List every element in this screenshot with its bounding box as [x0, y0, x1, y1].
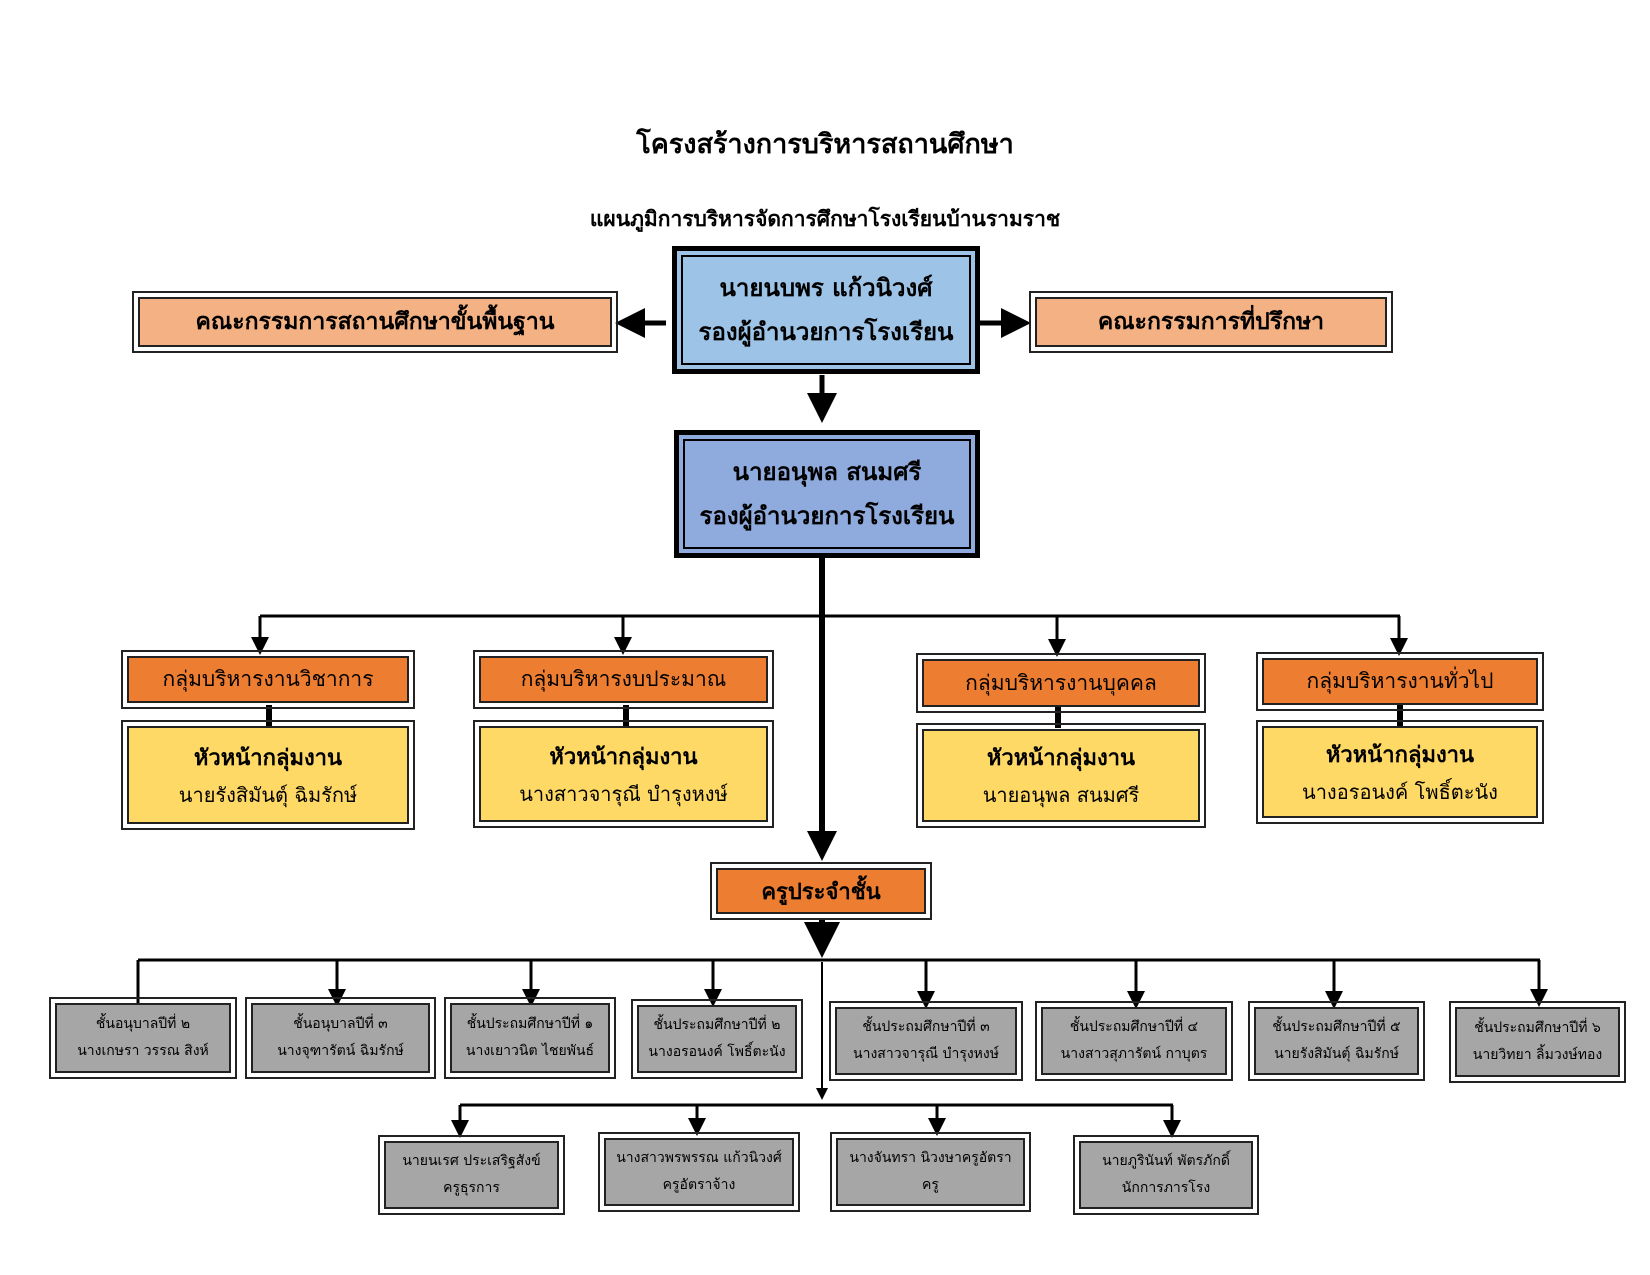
staff-name: นายภูรินันท์ พัตรภักดิ์ — [1102, 1153, 1230, 1169]
group-budget-head: กลุ่มบริหารงบประมาณ — [473, 650, 774, 709]
leader-name: นายรังสิมันตุ์ ฉิมรักษ์ — [178, 782, 358, 807]
staff-card: นายนเรศ ประเสริฐสังข์ ครูธุรการ — [378, 1135, 565, 1215]
staff-role: ครูอัตราจ้าง — [662, 1177, 736, 1193]
staff-card: นายภูรินันท์ พัตรภักดิ์ นักการภารโรง — [1073, 1135, 1259, 1215]
grade-level: ชั้นประถมศึกษาปีที่ ๒ — [653, 1017, 781, 1033]
grade-teacher: นางเกษรา วรรณ สิงห์ — [77, 1043, 209, 1059]
page-title: โครงสร้างการบริหารสถานศึกษา — [636, 129, 1014, 160]
grade-card: ชั้นประถมศึกษาปีที่ ๔ นางสาวสุภารัตน์ กา… — [1035, 1001, 1233, 1081]
leader-title: หัวหน้ากลุ่มงาน — [193, 745, 343, 771]
staff-name: นางจันทรา นิวงษาครูอัตรา — [849, 1150, 1012, 1166]
grade-teacher: นางสาวจารุณี บำรุงหงษ์ — [853, 1046, 999, 1062]
grade-card: ชั้นประถมศึกษาปีที่ ๑ นางเยาวนิต ไชยพันธ… — [444, 997, 616, 1079]
group-academic-leader: หัวหน้ากลุ่มงาน นายรังสิมันตุ์ ฉิมรักษ์ — [121, 720, 415, 830]
staff-role: นักการภารโรง — [1121, 1180, 1211, 1196]
grade-card: ชั้นอนุบาลปีที่ ๒ นางเกษรา วรรณ สิงห์ — [49, 997, 237, 1079]
deputy-name: นายอนุพล สนมศรี — [732, 458, 922, 486]
group-budget-leader: หัวหน้ากลุ่มงาน นางสาวจารุณี บำรุงหงษ์ — [473, 720, 774, 828]
board-left-label: คณะกรรมการสถานศึกษาขั้นพื้นฐาน — [195, 309, 555, 335]
director-role: รองผู้อำนวยการโรงเรียน — [698, 318, 954, 346]
group-personnel-leader: หัวหน้ากลุ่มงาน นายอนุพล สนมศรี — [916, 723, 1206, 828]
director-box: นายนบพร แก้วนิวงศ์ รองผู้อำนวยการโรงเรีย… — [672, 246, 980, 374]
director-name: นายนบพร แก้วนิวงศ์ — [719, 274, 933, 302]
grade-level: ชั้นประถมศึกษาปีที่ ๓ — [862, 1019, 990, 1035]
group-academic-head: กลุ่มบริหารงานวิชาการ — [121, 650, 415, 709]
staff-name: นางสาวพรพรรณ แก้วนิวงศ์ — [616, 1150, 782, 1166]
grade-level: ชั้นประถมศึกษาปีที่ ๑ — [466, 1016, 594, 1032]
board-right-box: คณะกรรมการที่ปรึกษา — [1029, 291, 1393, 353]
staff-card: นางจันทรา นิวงษาครูอัตรา ครู — [830, 1132, 1031, 1212]
grade-level: ชั้นประถมศึกษาปีที่ ๔ — [1069, 1019, 1199, 1035]
grade-card: ชั้นอนุบาลปีที่ ๓ นางจุฑารัตน์ ฉิมรักษ์ — [245, 997, 436, 1079]
grade-teacher: นางเยาวนิต ไชยพันธ์ — [465, 1043, 595, 1059]
group-name: กลุ่มบริหารงานทั่วไป — [1306, 669, 1494, 693]
leader-name: นางสาวจารุณี บำรุงหงษ์ — [519, 781, 728, 806]
grade-level: ชั้นอนุบาลปีที่ ๓ — [293, 1016, 388, 1032]
grade-level: ชั้นประถมศึกษาปีที่ ๕ — [1272, 1019, 1401, 1035]
board-right-label: คณะกรรมการที่ปรึกษา — [1097, 309, 1325, 335]
grade-teacher: นายวิทยา ลิ้มวงษ์ทอง — [1472, 1047, 1603, 1063]
staff-name: นายนเรศ ประเสริฐสังข์ — [402, 1153, 541, 1169]
board-left-box: คณะกรรมการสถานศึกษาขั้นพื้นฐาน — [132, 291, 618, 353]
leader-title: หัวหน้ากลุ่มงาน — [986, 746, 1136, 771]
group-general-head: กลุ่มบริหารงานทั่วไป — [1256, 652, 1544, 711]
grade-card: ชั้นประถมศึกษาปีที่ ๖ นายวิทยา ลิ้มวงษ์ท… — [1449, 1001, 1626, 1083]
staff-card: นางสาวพรพรรณ แก้วนิวงศ์ ครูอัตราจ้าง — [598, 1132, 800, 1212]
group-general-leader: หัวหน้ากลุ่มงาน นางอรอนงค์ โพธิ์ตะนัง — [1256, 720, 1544, 824]
leader-name: นายอนุพล สนมศรี — [982, 783, 1140, 807]
group-name: กลุ่มบริหารงานบุคคล — [965, 670, 1157, 695]
group-name: กลุ่มบริหารงบประมาณ — [520, 667, 727, 691]
grade-card: ชั้นประถมศึกษาปีที่ ๒ นางอรอนงค์ โพธิ์ตะ… — [631, 999, 803, 1079]
deputy-role: รองผู้อำนวยการโรงเรียน — [699, 502, 955, 530]
leader-title: หัวหน้ากลุ่มงาน — [549, 744, 698, 770]
grade-level: ชั้นอนุบาลปีที่ ๒ — [95, 1016, 191, 1032]
chart-subtitle: แผนภูมิการบริหารจัดการศึกษาโรงเรียนบ้านร… — [589, 207, 1061, 231]
staff-role: ครูธุรการ — [443, 1180, 500, 1196]
grade-card: ชั้นประถมศึกษาปีที่ ๕ นายรังสิมันตุ์ ฉิม… — [1248, 1001, 1425, 1081]
homeroom-box: ครูประจำชั้น — [710, 862, 932, 920]
grade-level: ชั้นประถมศึกษาปีที่ ๖ — [1474, 1020, 1601, 1036]
group-name: กลุ่มบริหารงานวิชาการ — [162, 667, 374, 691]
grade-teacher: นายรังสิมันตุ์ ฉิมรักษ์ — [1274, 1046, 1399, 1062]
grade-card: ชั้นประถมศึกษาปีที่ ๓ นางสาวจารุณี บำรุง… — [829, 1001, 1023, 1081]
grade-teacher: นางจุฑารัตน์ ฉิมรักษ์ — [277, 1043, 404, 1059]
grade-teacher: นางสาวสุภารัตน์ กาบุตร — [1060, 1046, 1208, 1062]
deputy-box: นายอนุพล สนมศรี รองผู้อำนวยการโรงเรียน — [674, 430, 980, 558]
staff-role: ครู — [922, 1177, 939, 1193]
leader-name: นางอรอนงค์ โพธิ์ตะนัง — [1302, 779, 1498, 804]
grade-teacher: นางอรอนงค์ โพธิ์ตะนัง — [648, 1044, 786, 1060]
leader-title: หัวหน้ากลุ่มงาน — [1325, 742, 1475, 768]
homeroom-label: ครูประจำชั้น — [761, 879, 881, 905]
group-personnel-head: กลุ่มบริหารงานบุคคล — [916, 653, 1206, 713]
